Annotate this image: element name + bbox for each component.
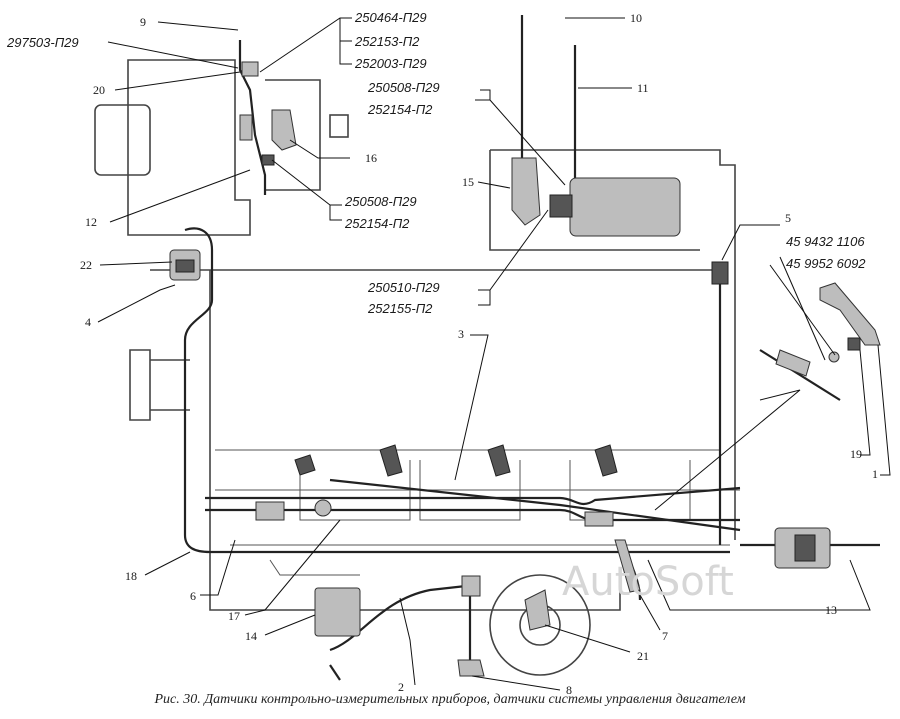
callout-1: 1 — [872, 467, 878, 481]
callout-22: 22 — [80, 258, 92, 272]
callout-11: 11 — [637, 81, 649, 95]
code-252154-top: 252154-П2 — [367, 102, 433, 117]
callout-3: 3 — [458, 327, 464, 341]
code-297503: 297503-П29 — [6, 35, 79, 50]
connector-13-inner-icon — [794, 534, 816, 562]
part-19-icon — [847, 337, 861, 351]
coil-b-icon — [487, 444, 511, 477]
connector-17-icon — [255, 501, 285, 521]
watermark: AutoSoft — [562, 559, 734, 605]
code-4599526092: 45 9952 6092 — [786, 256, 866, 271]
callout-15: 15 — [462, 175, 474, 189]
code-250464: 250464-П29 — [354, 10, 427, 25]
connector-4-icon — [175, 259, 195, 273]
sensor-8-icon — [457, 659, 485, 677]
callout-9: 9 — [140, 15, 146, 29]
code-250508-mid: 250508-П29 — [344, 194, 417, 209]
washer-icon — [828, 351, 840, 363]
sensor-6-icon — [314, 499, 332, 517]
connector-3-icon — [584, 511, 614, 527]
coil-a-icon — [379, 444, 403, 477]
bracket-1-icon — [819, 282, 881, 346]
plug-icon — [294, 454, 316, 476]
callout-14: 14 — [245, 629, 257, 643]
code-252155: 252155-П2 — [367, 301, 433, 316]
terminal-15-icon — [549, 194, 573, 218]
terminal-12-icon — [261, 154, 275, 166]
clip-2-icon — [461, 575, 481, 597]
callout-19: 19 — [850, 447, 862, 461]
callout-10: 10 — [630, 11, 642, 25]
connector-12-icon — [239, 114, 253, 141]
callout-16: 16 — [365, 151, 377, 165]
code-250508-top: 250508-П29 — [367, 80, 440, 95]
sensor-20-icon — [241, 61, 259, 77]
boot-16-icon — [271, 109, 297, 151]
callout-5: 5 — [785, 211, 791, 225]
code-250510: 250510-П29 — [367, 280, 440, 295]
callout-2: 2 — [398, 680, 404, 694]
callout-7: 7 — [662, 629, 668, 643]
sensor-7-icon — [614, 539, 641, 593]
sensor-21-icon — [524, 589, 551, 631]
callout-13: 13 — [825, 603, 837, 617]
figure-caption: Рис. 30. Датчики контрольно-измерительны… — [154, 692, 746, 707]
components — [169, 61, 881, 677]
engine-outline — [94, 59, 740, 676]
coil-c-icon — [594, 444, 618, 477]
sensor-1-icon — [775, 349, 811, 377]
callout-20: 20 — [93, 83, 105, 97]
sensor-5-icon — [711, 261, 729, 285]
callout-6: 6 — [190, 589, 196, 603]
callout-21: 21 — [637, 649, 649, 663]
callout-18: 18 — [125, 569, 137, 583]
code-252003: 252003-П29 — [354, 56, 427, 71]
callout-8: 8 — [566, 683, 572, 697]
callout-4: 4 — [85, 315, 91, 329]
sensor-14-icon — [314, 587, 361, 637]
callout-17: 17 — [228, 609, 240, 623]
callout-12: 12 — [85, 215, 97, 229]
boot-15-icon — [511, 157, 541, 226]
leader-lines — [97, 17, 891, 691]
code-252154-mid: 252154-П2 — [344, 216, 410, 231]
starter-icon — [569, 177, 681, 237]
code-252153: 252153-П2 — [354, 34, 420, 49]
code-4594321106: 45 9432 1106 — [786, 234, 865, 249]
